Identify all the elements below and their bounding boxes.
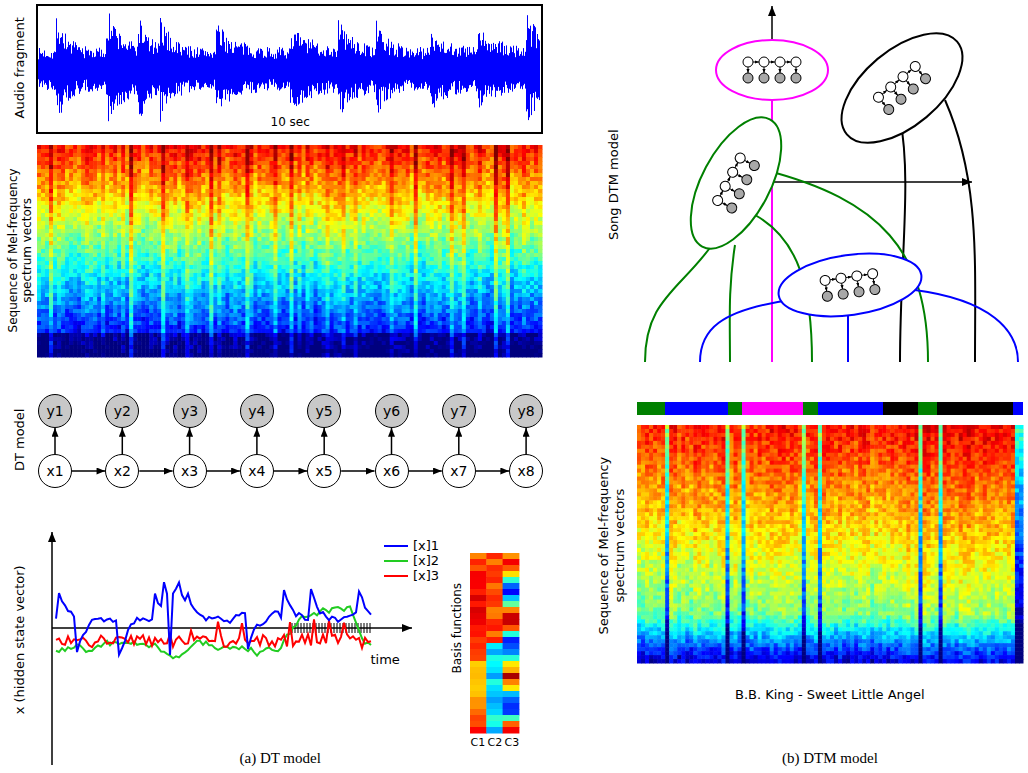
figure-stage: y1y2y3y4y5y6y7y8x1x2x3x4x5x6x7x8Audio fr… xyxy=(0,0,1028,773)
